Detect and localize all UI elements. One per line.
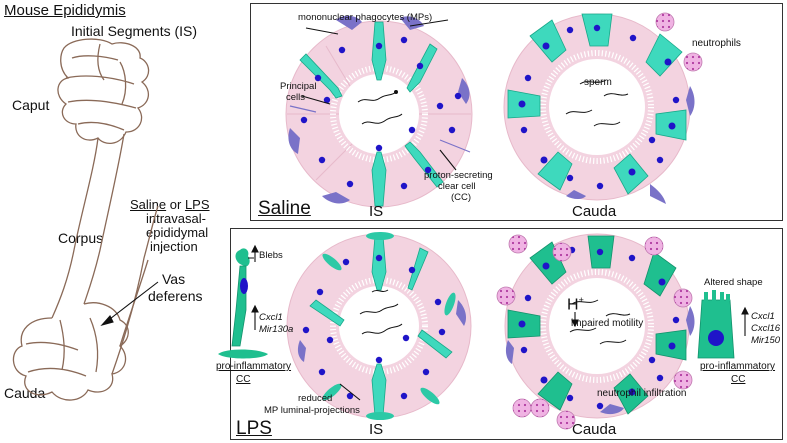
h-letter: H <box>567 296 579 314</box>
reduced-label-2: MP luminal-projections <box>264 405 360 416</box>
cc-label-3: (CC) <box>451 192 472 203</box>
vas-deferens-label-2: deferens <box>148 288 203 304</box>
injection-line-2: intravasal- <box>146 211 206 226</box>
lps-panel-label: LPS <box>236 418 272 439</box>
proinflammatory-right-1: pro-inflammatory <box>700 361 776 372</box>
mir130a-label: Mir130a <box>259 324 294 335</box>
saline-panel-label: Saline <box>258 198 311 219</box>
cc-label-1: proton-secreting <box>424 170 493 181</box>
lps-is-label: IS <box>369 421 384 438</box>
cxcl16-label: Cxcl16 <box>751 323 781 334</box>
proinflammatory-left-1: pro-inflammatory <box>216 361 292 372</box>
initial-segments-label: Initial Segments (IS) <box>71 23 198 39</box>
lps-cauda-tubule <box>496 233 695 430</box>
corpus-label: Corpus <box>58 230 104 246</box>
plus-sup: + <box>578 295 584 305</box>
mp-label: mononuclear phagocytes (MPs) <box>298 12 433 23</box>
caput-label: Caput <box>12 97 50 113</box>
sperm-label: sperm <box>584 77 612 88</box>
neutrophils-label: neutrophils <box>692 38 741 49</box>
principal-cells-label-2: cells <box>286 92 306 103</box>
reduced-label-1: reduced <box>298 393 333 404</box>
saline-cauda-label: Cauda <box>572 203 617 220</box>
lps-cauda-label: Cauda <box>572 421 617 438</box>
mir150-label: Mir150 <box>751 335 781 346</box>
saline-cauda-tubule <box>503 12 703 204</box>
impaired-motility-label: impaired motility <box>571 318 644 329</box>
cxcl1-left-label: Cxcl1 <box>259 312 283 323</box>
annotation-lines <box>251 19 749 401</box>
saline-is-label: IS <box>369 203 384 220</box>
saline-is-tubule <box>285 15 473 208</box>
injection-arrow <box>100 281 159 327</box>
proinflammatory-right-2: CC <box>731 374 746 385</box>
injection-line-4: injection <box>150 239 198 254</box>
h-plus-label: H+ <box>567 296 584 313</box>
lps-neutrophils <box>496 234 693 430</box>
neutrophil-infiltration-label: neutrophil infiltration <box>597 388 687 399</box>
altered-shape-label: Altered shape <box>704 277 763 288</box>
cc-label-2: clear cell <box>438 181 476 192</box>
epididymis-title: Mouse Epididymis <box>4 2 126 19</box>
cxcl1-right-label: Cxcl1 <box>751 311 775 322</box>
lps-right-cc-illustration <box>697 290 735 359</box>
or-word: or <box>169 197 182 212</box>
vas-deferens-label-1: Vas <box>162 271 186 287</box>
cauda-left-label: Cauda <box>4 385 46 401</box>
injection-line-3: epididymal <box>146 225 209 240</box>
lps-is-tubule <box>286 232 472 420</box>
lps-left-cc-illustration <box>218 248 268 359</box>
epididymis-outline <box>12 38 159 401</box>
proinflammatory-left-2: CC <box>236 374 251 385</box>
blebs-label: Blebs <box>259 250 283 261</box>
principal-cells-label-1: Principal <box>280 81 317 92</box>
lps-word: LPS <box>184 197 210 212</box>
